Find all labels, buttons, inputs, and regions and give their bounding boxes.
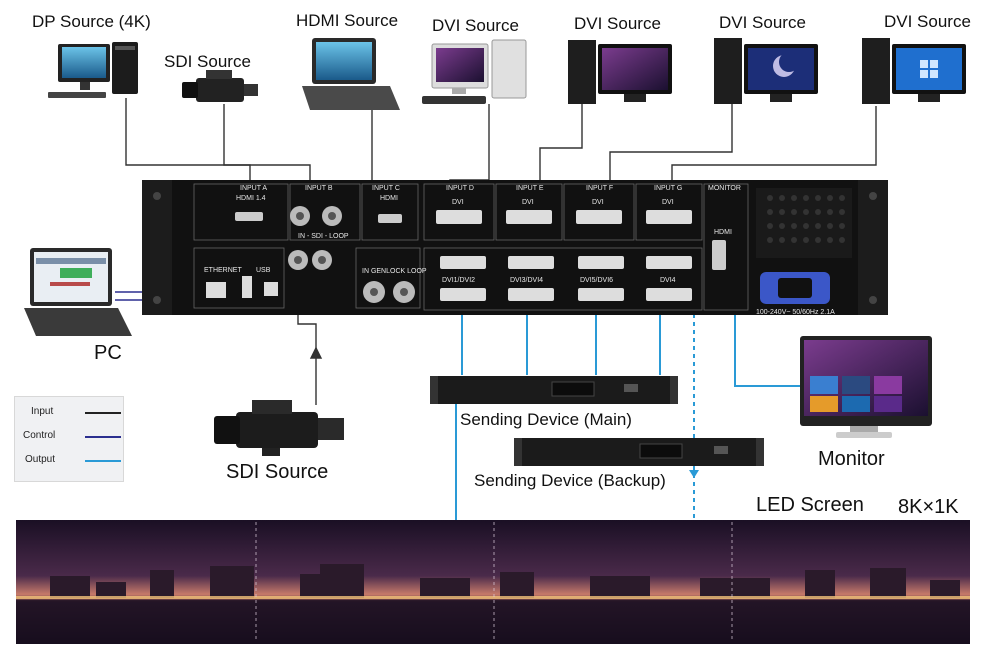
label-dvi-source-4: DVI Source [884, 12, 971, 31]
legend-label-output: Output [25, 454, 56, 465]
label-dvi-source-1: DVI Source [432, 16, 519, 35]
video-processor: INPUT A HDMI 1.4 INPUT B IN - SDI - LOOP… [142, 180, 888, 316]
dvi1-computer [422, 39, 527, 104]
dvi2-cable [539, 104, 583, 210]
sending-device-backup [514, 438, 764, 466]
panel-label-dvi-e: DVI [522, 199, 534, 206]
monitor-cable [734, 285, 800, 387]
panel-label-input-d: INPUT D [446, 185, 474, 192]
label-sending-backup: Sending Device (Backup) [474, 471, 666, 490]
label-pc: PC [94, 342, 122, 364]
input-cables [125, 98, 877, 405]
legend-swatch-control [85, 436, 121, 438]
label-monitor: Monitor [818, 448, 885, 470]
panel-label-usb: USB [256, 267, 271, 274]
panel-label-input-f: INPUT F [586, 185, 613, 192]
dvi3-computer [714, 38, 818, 104]
panel-label-genlock: IN GENLOCK LOOP [362, 268, 427, 275]
label-hdmi-source: HDMI Source [296, 11, 399, 30]
panel-label-monitor: MONITOR [708, 185, 741, 192]
legend-swatch-output [85, 460, 121, 462]
monitor-display [800, 336, 932, 438]
panel-label-dvi-d: DVI [452, 199, 464, 206]
label-dp-source: DP Source (4K) [32, 12, 151, 31]
panel-label-dvi-f: DVI [592, 199, 604, 206]
panel-label-out1: DVI1/DVI2 [442, 277, 475, 284]
legend-item-output: Output [15, 453, 123, 469]
dp-cable [125, 98, 251, 185]
legend-item-control: Control [15, 429, 123, 445]
panel-label-input-a: INPUT A [240, 185, 267, 192]
panel-label-sdi-loop: IN - SDI - LOOP [298, 233, 349, 240]
panel-label-hdmi: HDMI [380, 195, 398, 202]
sdi-camera-bottom [214, 400, 344, 456]
led-screen-panorama [16, 520, 970, 644]
legend-label-control: Control [23, 430, 56, 441]
label-sending-main: Sending Device (Main) [460, 410, 632, 429]
legend-label-input: Input [31, 406, 54, 417]
panel-label-ethernet: ETHERNET [204, 267, 242, 274]
sdi-camera-top [182, 70, 258, 102]
legend-swatch-input [85, 412, 121, 414]
legend: Input Control Output [14, 396, 124, 482]
panel-label-input-b: INPUT B [305, 185, 333, 192]
panel-label-monitor-hdmi: HDMI [714, 229, 732, 236]
panel-label-input-c: INPUT C [372, 185, 400, 192]
dp-source-computer [48, 42, 138, 98]
hdmi-laptop [302, 38, 400, 110]
label-dvi-source-3: DVI Source [719, 13, 806, 32]
panel-label-input-g: INPUT G [654, 185, 682, 192]
panel-label-input-e: INPUT E [516, 185, 544, 192]
panel-label-out2: DVI3/DVI4 [510, 277, 543, 284]
label-led-screen: LED Screen [756, 494, 864, 516]
label-dvi-source-2: DVI Source [574, 14, 661, 33]
sending-device-main [430, 376, 678, 404]
label-led-resolution: 8K×1K [898, 496, 959, 518]
label-sdi-source-top: SDI Source [164, 52, 251, 71]
dvi2-computer [568, 40, 672, 104]
panel-label-dvi-g: DVI [662, 199, 674, 206]
dvi4-computer [862, 38, 966, 104]
pc-laptop [24, 248, 132, 336]
label-sdi-source-bottom: SDI Source [226, 461, 329, 483]
legend-item-input: Input [15, 405, 123, 421]
panel-label-out4: DVI4 [660, 277, 676, 284]
panel-label-out3: DVI5/DVI6 [580, 277, 613, 284]
panel-label-hdmi14: HDMI 1.4 [236, 195, 266, 202]
panel-label-power: 100-240V~ 50/60Hz 2.1A [756, 309, 835, 316]
